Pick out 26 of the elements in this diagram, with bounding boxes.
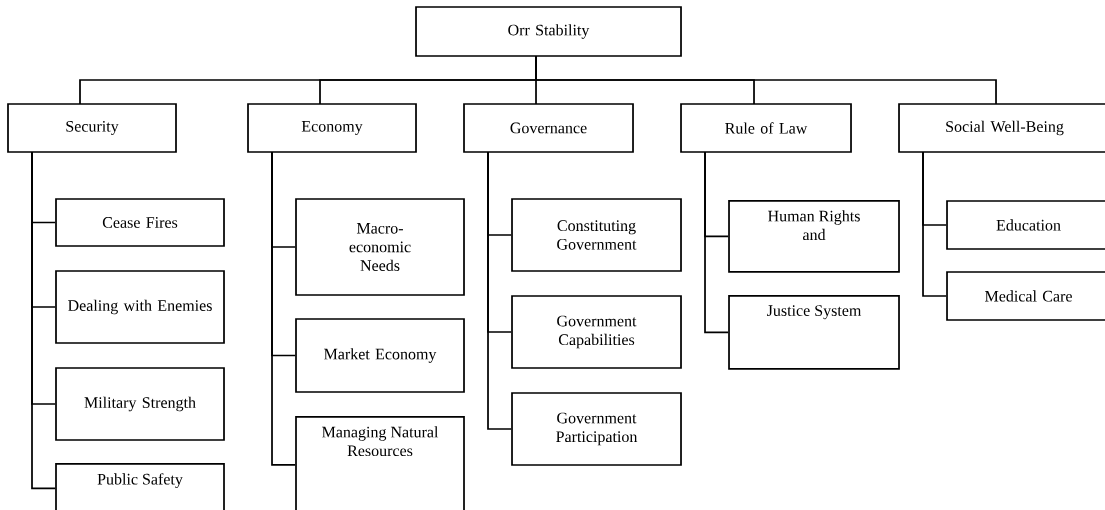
connector-line [922, 151, 947, 297]
org-box: Public Safety [55, 463, 225, 510]
connector-line [535, 55, 997, 105]
org-box: Cease Fires [55, 198, 225, 247]
org-box: Constituting Government [511, 198, 682, 272]
org-box: Orr Stability [415, 6, 682, 57]
org-box: Governance [463, 103, 634, 153]
org-box: Government Capabilities [511, 295, 682, 369]
org-box: Medical Care [946, 271, 1105, 321]
connector-line [704, 151, 729, 334]
org-box: Dealing with Enemies [55, 270, 225, 344]
org-box: Security [7, 103, 177, 153]
org-box: Justice System [728, 295, 900, 370]
org-box: Rule of Law [680, 103, 852, 153]
org-box: Government Participation [511, 392, 682, 466]
connector-line [31, 151, 56, 490]
org-box: Market Economy [295, 318, 465, 393]
org-box: Macro- economic Needs [295, 198, 465, 296]
org-box: Human Rights and [728, 200, 900, 273]
connector-line [487, 151, 512, 430]
org-box: Social Well-Being [898, 103, 1105, 153]
org-box: Education [946, 200, 1105, 250]
connector-line [271, 151, 296, 466]
org-box: Economy [247, 103, 417, 153]
org-box: Military Strength [55, 367, 225, 441]
org-box: Managing Natural Resources [295, 416, 465, 510]
